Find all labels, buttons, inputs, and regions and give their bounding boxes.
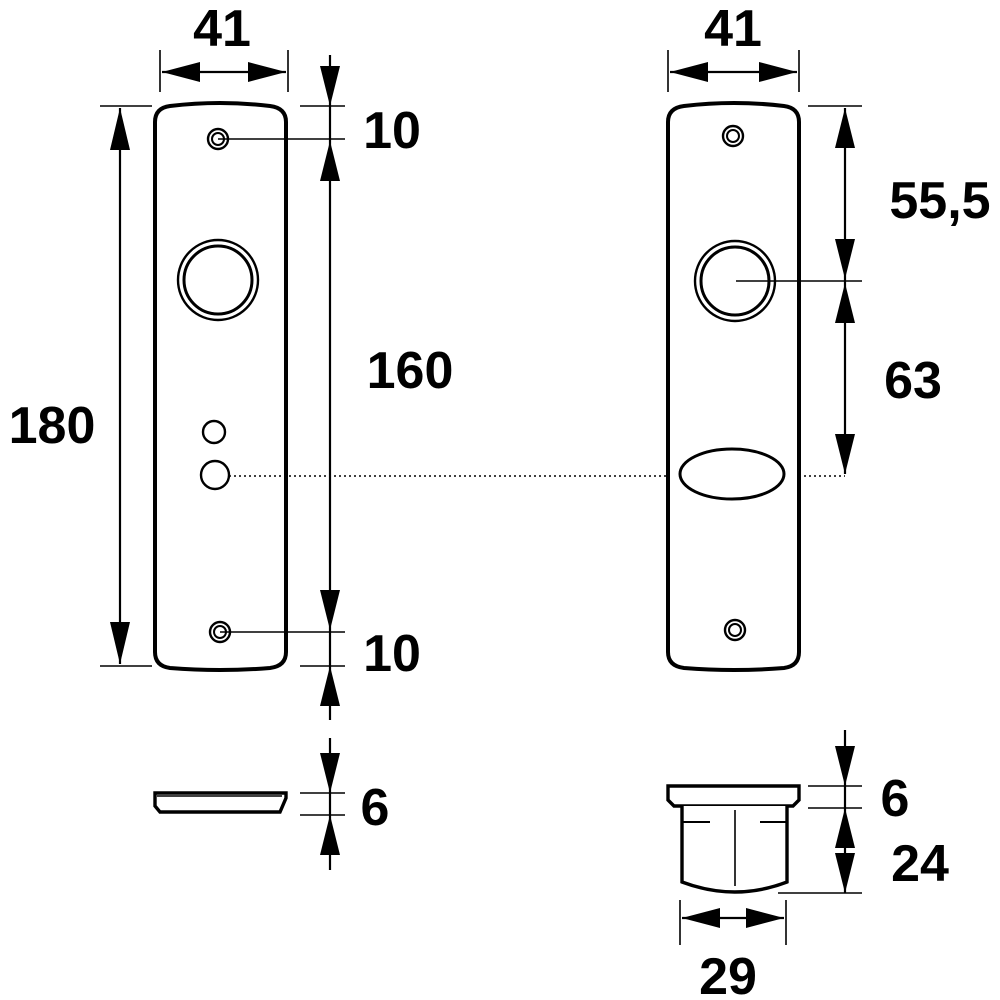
back-top-screw-hole: [721, 124, 745, 148]
total-height-dimension: 180: [9, 108, 130, 664]
front-width-dimension: 41: [162, 0, 286, 82]
front-thickness-label: 6: [361, 779, 390, 837]
front-plate-outline: [153, 101, 288, 672]
handle-hole: [176, 238, 260, 322]
front-plate-profile: [153, 791, 288, 814]
back-extension-lines: [667, 50, 862, 282]
back-depth-dimensions: 6 24: [778, 730, 949, 894]
back-width-dimension: 41: [670, 0, 797, 82]
back-width-label: 41: [704, 0, 762, 58]
back-plate-view: [666, 101, 801, 672]
key-main-hole: [199, 459, 231, 491]
knob-depth-label: 24: [891, 835, 949, 893]
top-screw-offset-label: 10: [363, 102, 421, 160]
knob-width-dimension: 29: [679, 900, 787, 1000]
back-bottom-screw-hole: [723, 618, 747, 642]
handle-to-key-label: 63: [884, 352, 942, 410]
handle-to-top-label: 55,5: [889, 172, 990, 230]
front-thickness-dimension: 6: [300, 738, 389, 870]
key-cover-slot: [678, 447, 786, 501]
back-thickness-label: 6: [881, 770, 910, 828]
front-width-label: 41: [193, 0, 251, 58]
handle-position-dimensions: 55,5 63: [835, 108, 991, 474]
back-plate-outline: [666, 101, 801, 672]
screw-position-dimensions: 10 160 10: [320, 55, 453, 720]
key-pin-hole: [201, 419, 227, 445]
screw-spacing-label: 160: [367, 342, 454, 400]
front-extension-lines: [100, 50, 345, 667]
front-plate-view: [153, 101, 288, 672]
knob-width-label: 29: [699, 948, 757, 1000]
bottom-screw-offset-label: 10: [363, 625, 421, 683]
back-plate-profile: [666, 784, 801, 894]
total-height-label: 180: [9, 397, 96, 455]
